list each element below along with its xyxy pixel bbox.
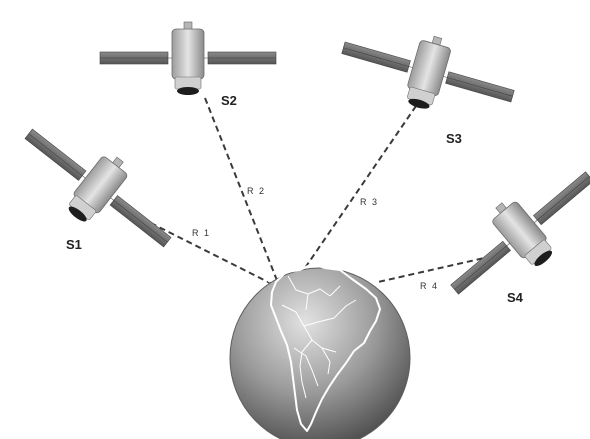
satellite-label-s3: S3 bbox=[446, 131, 462, 146]
satellite-s2 bbox=[100, 22, 276, 95]
range-label-r2: R 2 bbox=[247, 186, 266, 196]
range-label-r1: R 1 bbox=[192, 228, 211, 238]
satellite-s3 bbox=[333, 13, 522, 132]
satellite-s1 bbox=[6, 105, 190, 271]
satellite-label-s4: S4 bbox=[507, 290, 524, 305]
satellite-icon bbox=[6, 105, 190, 271]
range-lines bbox=[115, 98, 502, 288]
range-label-r3: R 3 bbox=[360, 197, 379, 207]
satellite-icon bbox=[333, 13, 522, 132]
range-line-r3 bbox=[305, 106, 416, 268]
satellite-label-s1: S1 bbox=[66, 237, 82, 252]
range-label-r4: R 4 bbox=[420, 281, 439, 291]
range-line-r2 bbox=[205, 98, 280, 288]
earth-globe-icon bbox=[230, 264, 410, 439]
satellite-label-s2: S2 bbox=[221, 93, 237, 108]
satellite-icon bbox=[100, 22, 276, 95]
